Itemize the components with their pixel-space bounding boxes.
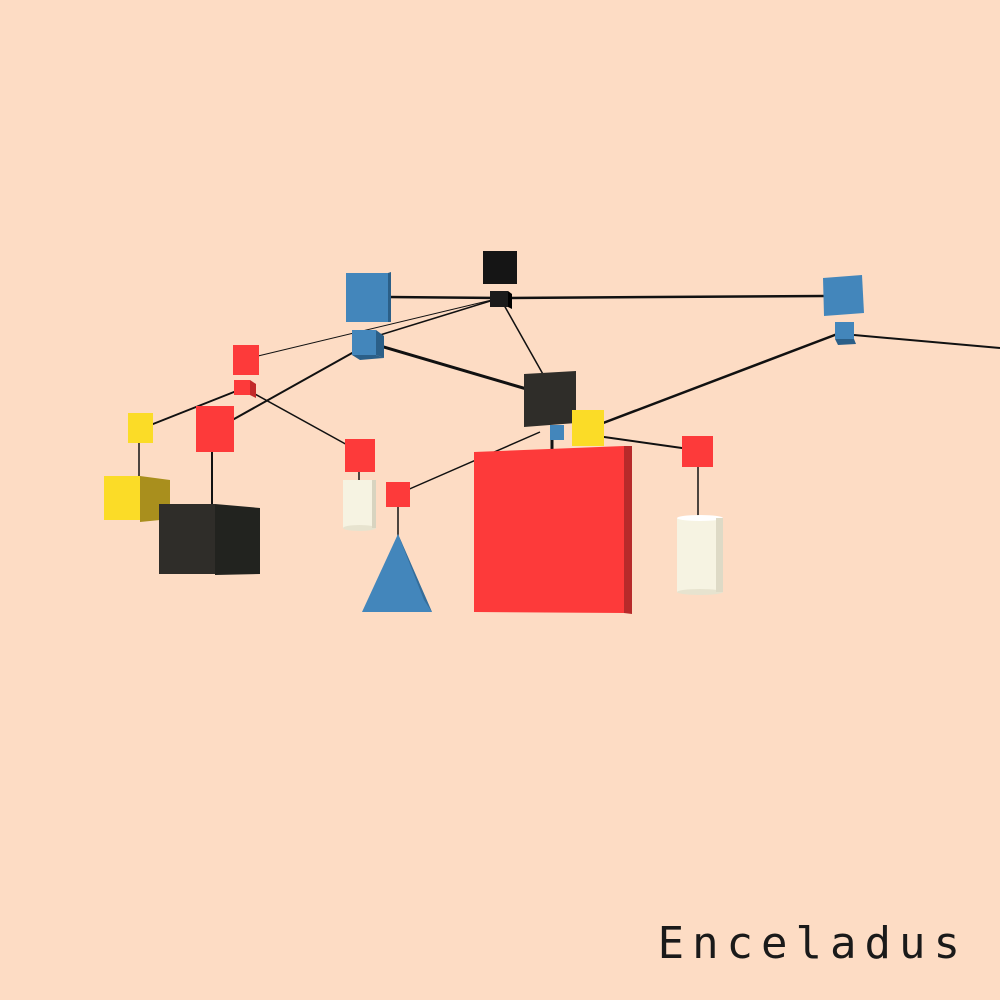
wire — [853, 334, 1000, 349]
wire — [217, 342, 371, 429]
black-square-top — [483, 251, 517, 284]
wire — [499, 297, 545, 377]
wire — [243, 387, 361, 453]
wire — [387, 295, 501, 300]
wire — [589, 331, 841, 430]
cream-cylinder-right — [677, 515, 723, 595]
wire — [369, 341, 531, 392]
blue-square-right — [823, 275, 864, 316]
yellow-square-center — [572, 410, 604, 446]
blue-cube-right — [835, 322, 856, 345]
black-square-center — [524, 371, 576, 427]
blue-square-left — [346, 272, 391, 322]
red-square-center-left — [345, 439, 375, 472]
yellow-square-left — [128, 413, 153, 443]
red-square-big — [474, 446, 632, 614]
wire — [257, 297, 501, 357]
blue-triangle — [362, 534, 432, 612]
red-square-right — [682, 436, 713, 467]
red-cube-tiny — [234, 380, 256, 398]
wire — [379, 297, 501, 336]
red-square-mid-left — [196, 406, 234, 452]
cream-cylinder-left — [343, 480, 376, 531]
wire — [589, 434, 697, 451]
wire — [397, 431, 541, 495]
black-cube-small — [490, 291, 512, 309]
blue-cube-tiny — [550, 425, 564, 440]
red-square-small — [386, 482, 410, 507]
red-square-left-upper — [233, 345, 259, 375]
title-caption: Enceladus — [657, 918, 968, 969]
black-cube-left — [159, 504, 260, 575]
blue-cube-center — [352, 330, 384, 360]
wires — [138, 294, 1000, 536]
wire — [499, 294, 825, 300]
